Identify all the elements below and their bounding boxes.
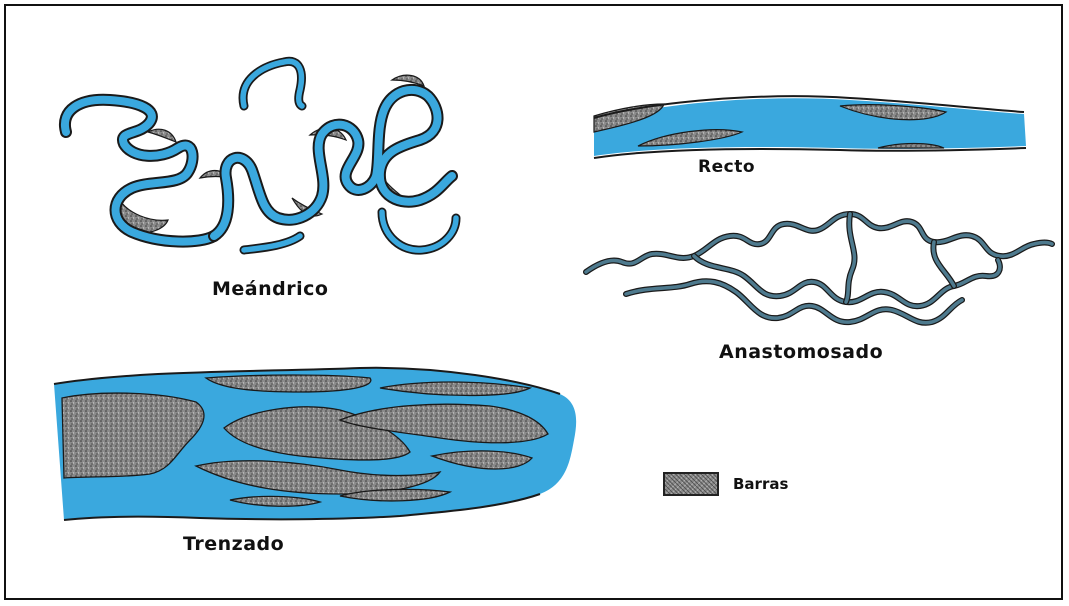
meandering-river	[65, 61, 456, 250]
braided-river	[54, 368, 576, 520]
meandering-channel	[65, 61, 456, 250]
straight-label: Recto	[698, 157, 755, 177]
anastomosed-label: Anastomosado	[719, 341, 883, 363]
meandering-label: Meándrico	[212, 278, 328, 300]
bars-legend-swatch	[663, 472, 719, 496]
bars-legend-label: Barras	[733, 475, 788, 493]
straight-river	[594, 96, 1026, 158]
anastomosed-river	[586, 214, 1052, 323]
braided-label: Trenzado	[183, 533, 284, 555]
legend: Barras	[663, 472, 788, 496]
